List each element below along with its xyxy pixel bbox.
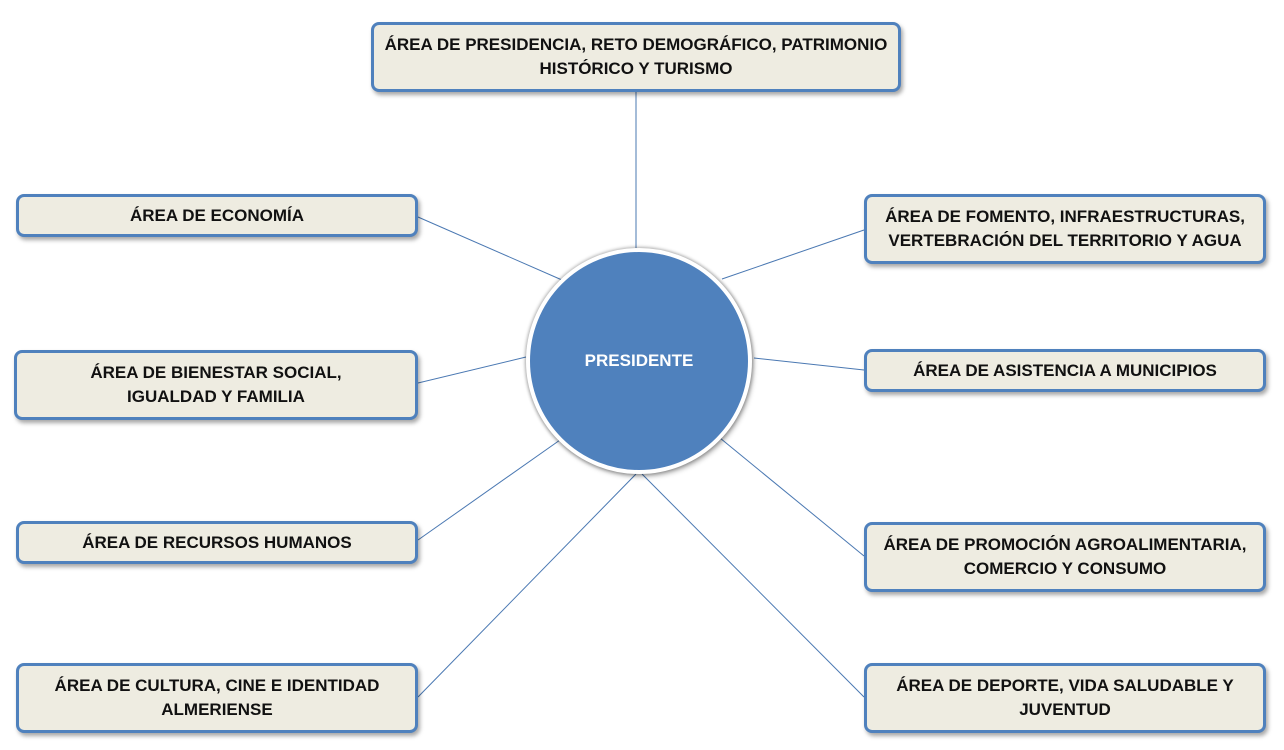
connector-agroalimentaria	[719, 437, 865, 557]
area-box-presidencia: ÁREA DE PRESIDENCIA, RETO DEMOGRÁFICO, P…	[371, 22, 901, 92]
area-box-fomento: ÁREA DE FOMENTO, INFRAESTRUCTURAS, VERTE…	[864, 194, 1266, 264]
connector-fomento	[721, 229, 865, 280]
connector-cultura	[417, 473, 637, 698]
area-label-deporte: ÁREA DE DEPORTE, VIDA SALUDABLE Y JUVENT…	[896, 676, 1234, 719]
area-box-rrhh: ÁREA DE RECURSOS HUMANOS	[16, 521, 418, 564]
area-label-rrhh: ÁREA DE RECURSOS HUMANOS	[82, 532, 352, 552]
area-label-presidencia: ÁREA DE PRESIDENCIA, RETO DEMOGRÁFICO, P…	[384, 35, 888, 78]
area-label-economia: ÁREA DE ECONOMÍA	[129, 205, 305, 225]
area-box-municipios: ÁREA DE ASISTENCIA A MUNICIPIOS	[864, 349, 1266, 392]
area-label-agroalimentaria: ÁREA DE PROMOCIÓN AGROALIMENTARIA, COMER…	[883, 535, 1247, 578]
presidente-label: PRESIDENTE	[584, 351, 694, 370]
area-label-bienestar: ÁREA DE BIENESTAR SOCIAL, IGUALDAD Y FAM…	[90, 363, 342, 406]
area-box-deporte: ÁREA DE DEPORTE, VIDA SALUDABLE Y JUVENT…	[864, 663, 1266, 733]
area-box-cultura: ÁREA DE CULTURA, CINE E IDENTIDAD ALMERI…	[16, 663, 418, 733]
area-label-municipios: ÁREA DE ASISTENCIA A MUNICIPIOS	[913, 360, 1217, 380]
area-box-bienestar: ÁREA DE BIENESTAR SOCIAL, IGUALDAD Y FAM…	[14, 350, 418, 420]
area-box-economia: ÁREA DE ECONOMÍA	[16, 194, 418, 237]
connector-municipios	[753, 357, 865, 371]
connector-deporte	[641, 473, 865, 698]
connector-economia	[417, 216, 563, 281]
connector-rrhh	[417, 439, 561, 541]
connector-bienestar	[417, 356, 527, 384]
area-label-fomento: ÁREA DE FOMENTO, INFRAESTRUCTURAS, VERTE…	[885, 207, 1245, 250]
area-box-agroalimentaria: ÁREA DE PROMOCIÓN AGROALIMENTARIA, COMER…	[864, 522, 1266, 592]
presidente-node: PRESIDENTE	[526, 248, 752, 474]
area-label-cultura: ÁREA DE CULTURA, CINE E IDENTIDAD ALMERI…	[54, 676, 380, 719]
